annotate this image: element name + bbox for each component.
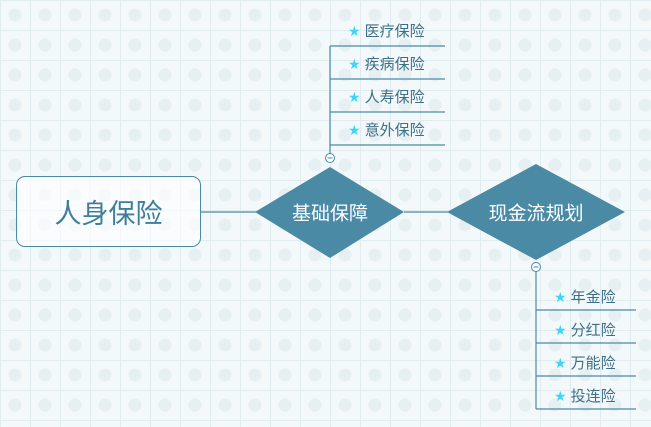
topic-label: 万能险 xyxy=(570,354,616,372)
node-diamond-1 xyxy=(255,167,404,258)
node-label-basic[interactable]: 基础保障 xyxy=(291,202,369,225)
star-icon: ★ xyxy=(554,389,567,405)
topic-life[interactable]: ★人寿保险 xyxy=(348,88,425,107)
topic-medical[interactable]: ★医疗保险 xyxy=(348,22,425,41)
topic-annuity[interactable]: ★年金险 xyxy=(554,288,616,307)
topic-label: 疾病保险 xyxy=(364,55,425,73)
star-icon: ★ xyxy=(348,123,361,139)
topic-accident[interactable]: ★意外保险 xyxy=(348,121,425,140)
topic-label: 年金险 xyxy=(570,288,616,306)
star-icon: ★ xyxy=(348,90,361,106)
topic-label: 医疗保险 xyxy=(364,22,425,40)
star-icon: ★ xyxy=(348,57,361,73)
topic-universal[interactable]: ★万能险 xyxy=(554,354,616,373)
node-label-cashflow[interactable]: 现金流规划 xyxy=(488,202,584,225)
collapse-minus-icon[interactable] xyxy=(531,262,541,272)
star-icon: ★ xyxy=(554,290,567,306)
star-icon: ★ xyxy=(554,323,567,339)
node-diamond-2 xyxy=(447,164,625,260)
topic-illness[interactable]: ★疾病保险 xyxy=(348,55,425,74)
topic-label: 人寿保险 xyxy=(364,88,425,106)
root-node[interactable]: 人身保险 xyxy=(16,176,201,247)
topic-label: 意外保险 xyxy=(364,121,425,139)
star-icon: ★ xyxy=(554,356,567,372)
topic-label: 分红险 xyxy=(570,321,616,339)
topic-dividend[interactable]: ★分红险 xyxy=(554,321,616,340)
topic-investment-linked[interactable]: ★投连险 xyxy=(554,387,616,406)
root-label: 人身保险 xyxy=(54,199,163,230)
topic-label: 投连险 xyxy=(570,387,616,405)
star-icon: ★ xyxy=(348,24,361,40)
collapse-minus-icon[interactable] xyxy=(325,153,335,163)
